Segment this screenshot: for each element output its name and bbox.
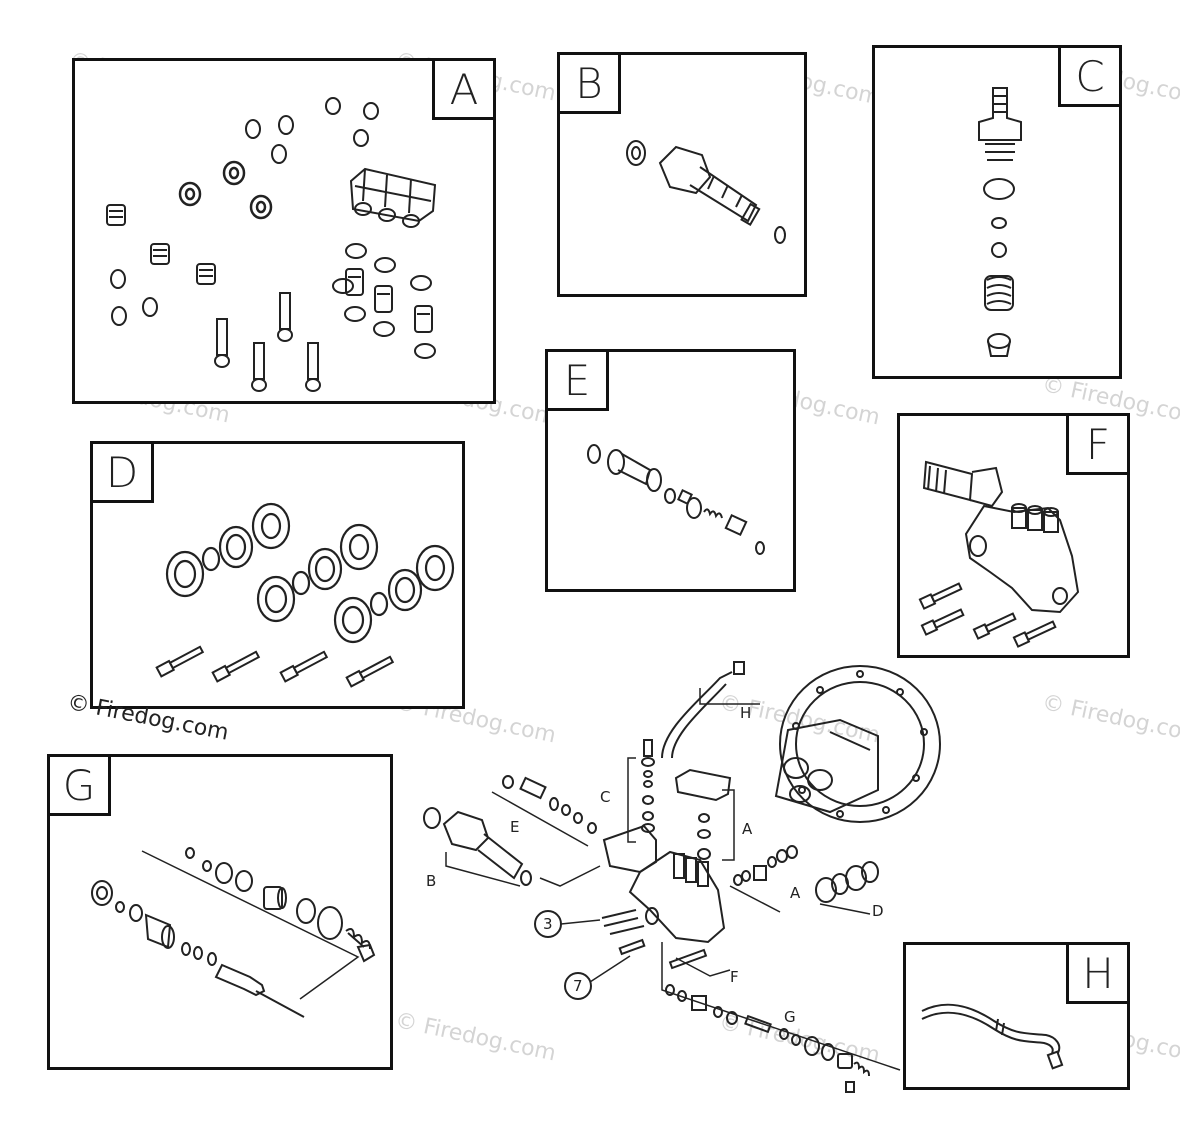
kit-panel-a: A — [72, 58, 496, 404]
kit-panel-b: B — [557, 52, 807, 297]
panel-letter: B — [557, 52, 621, 114]
inlet-fitting-illustration — [626, 140, 786, 244]
callout-c: C — [600, 788, 610, 806]
callout-f: F — [730, 968, 739, 986]
kit-panel-e: E — [545, 349, 796, 592]
panel-letter: H — [1066, 942, 1130, 1004]
kit-panel-c: C — [872, 45, 1122, 379]
panel-letter: A — [432, 58, 496, 120]
panel-letter: G — [47, 754, 111, 816]
panel-letter: C — [1058, 45, 1122, 107]
kit-panel-g: G — [47, 754, 393, 1070]
pump-assembly-diagram: A A B C D E F G H 3 7 — [423, 661, 941, 1093]
kit-panel-f: F — [897, 413, 1130, 658]
kit-panel-d: D — [90, 441, 465, 709]
valve-kit-illustration — [106, 97, 437, 392]
kit-panel-h: H — [903, 942, 1130, 1090]
part-number-3: 3 — [543, 915, 553, 933]
seal-kit-illustration — [155, 502, 455, 688]
unloader-valve-illustration — [978, 87, 1022, 357]
callout-b: B — [426, 872, 436, 890]
callout-h: H — [740, 704, 751, 722]
panel-letter: E — [545, 349, 609, 411]
panel-letter: D — [90, 441, 154, 503]
callout-d: D — [872, 902, 884, 920]
callout-a: A — [790, 884, 801, 902]
callout-e: E — [510, 818, 519, 836]
crankcase-flange — [774, 665, 941, 823]
panel-letter: F — [1066, 413, 1130, 475]
callout-a: A — [742, 820, 753, 838]
manifold-illustration — [918, 460, 1080, 648]
watermark: © Firedog.com — [1039, 690, 1180, 749]
injector-kit-illustration — [587, 444, 765, 555]
thermal-relief-kit-illustration — [91, 847, 376, 1018]
callout-g: G — [784, 1008, 796, 1026]
hose-illustration — [921, 1003, 1064, 1070]
part-number-7: 7 — [573, 977, 583, 995]
